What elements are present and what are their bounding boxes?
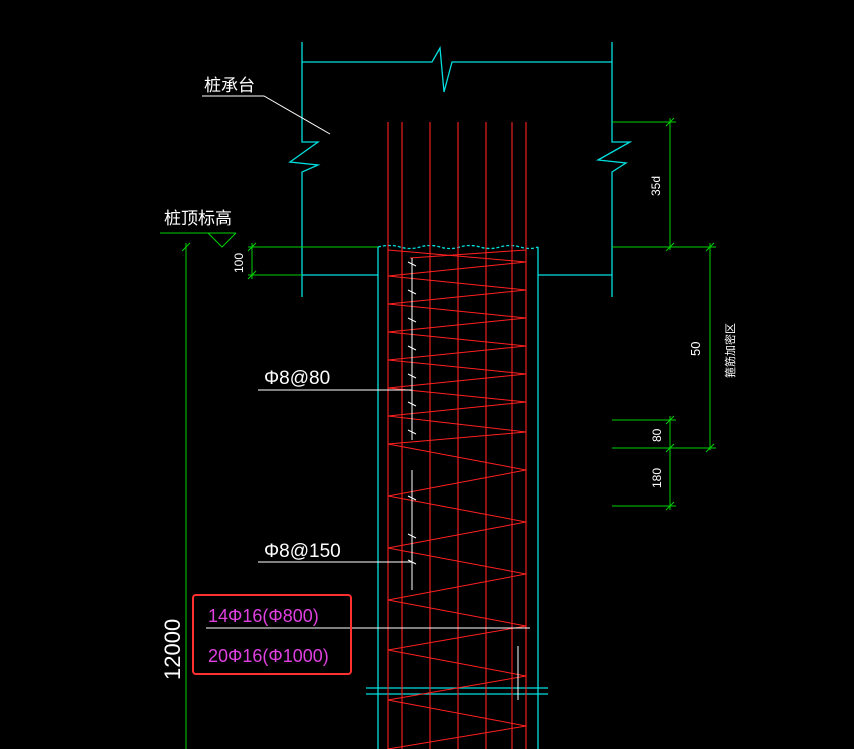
elevation-marker [160,232,237,248]
spiral-stirrups [387,249,527,749]
dim-50: 50 [688,342,703,356]
rebar-spec-800: 14Φ16(Φ800) [208,606,319,626]
dimension-lines [181,117,716,749]
stirrup-dense-label: Φ8@80 [264,368,330,389]
rebar-spec-1000: 20Φ16(Φ1000) [208,646,329,666]
pile-cap-outline [288,42,633,297]
longitudinal-rebars [387,122,527,749]
stirrup-normal-label: Φ8@150 [264,541,341,562]
pile-cap-label: 桩承台 [204,76,255,96]
pile-top-elevation-label: 桩顶标高 [164,209,232,229]
dense-zone-label: 箍筋加密区 [723,323,737,378]
dim-180: 180 [650,468,664,488]
dim-100: 100 [232,253,246,273]
dim-35d: 35d [649,176,663,196]
highlight-box [192,594,352,675]
stirrup-ticks [407,258,417,590]
dim-12000: 12000 [160,619,185,680]
leader-lines [202,95,530,700]
dim-80: 80 [650,428,664,442]
